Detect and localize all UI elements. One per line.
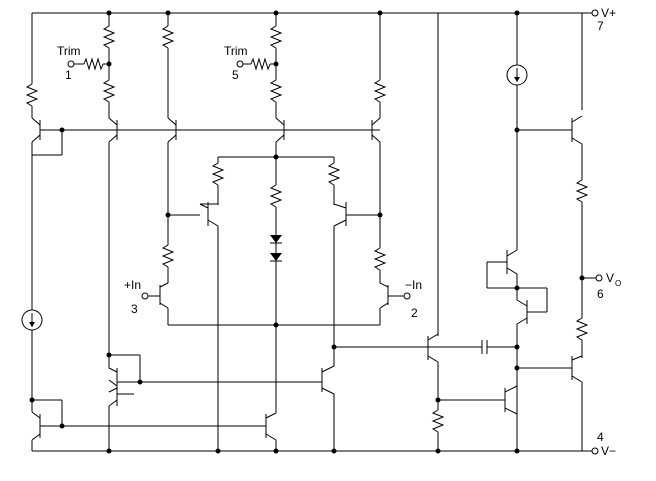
bias-network (211, 156, 341, 413)
vplus-terminal (591, 9, 599, 17)
supply-rails (31, 12, 583, 452)
vo-subscript: O (615, 279, 621, 288)
lower-left (21, 309, 335, 451)
inp-label: +In (124, 278, 141, 292)
trim5-terminal (236, 60, 244, 68)
trim1-terminal (67, 60, 75, 68)
inp-pin: 3 (131, 302, 138, 316)
gain-output (334, 13, 596, 451)
vo-pin: 6 (597, 287, 604, 301)
trim-resistors (74, 57, 276, 71)
vo-terminal (595, 274, 603, 282)
vminus-label: V− (601, 444, 616, 458)
vo-label: V (606, 271, 614, 285)
vplus-label: V+ (601, 6, 616, 20)
vminus-terminal (591, 447, 599, 455)
inn-terminal (403, 292, 411, 300)
trim1-label: Trim (57, 44, 81, 58)
top-pnp-row (31, 117, 381, 355)
vplus-pin: 7 (597, 19, 604, 33)
vminus-pin: 4 (597, 430, 604, 444)
trim5-pin: 5 (232, 68, 239, 82)
input-stage (148, 202, 404, 451)
inp-terminal (141, 292, 149, 300)
junction-dots (29, 10, 585, 454)
trim1-pin: 1 (65, 68, 72, 82)
trim5-label: Trim (224, 44, 248, 58)
inn-pin: 2 (411, 306, 418, 320)
inn-label: −In (405, 278, 422, 292)
labels: V+ 7 V O 6 4 V− Trim 1 Trim 5 +In 3 −In … (57, 6, 621, 458)
terminals (67, 9, 603, 455)
top-resistors (25, 13, 387, 118)
